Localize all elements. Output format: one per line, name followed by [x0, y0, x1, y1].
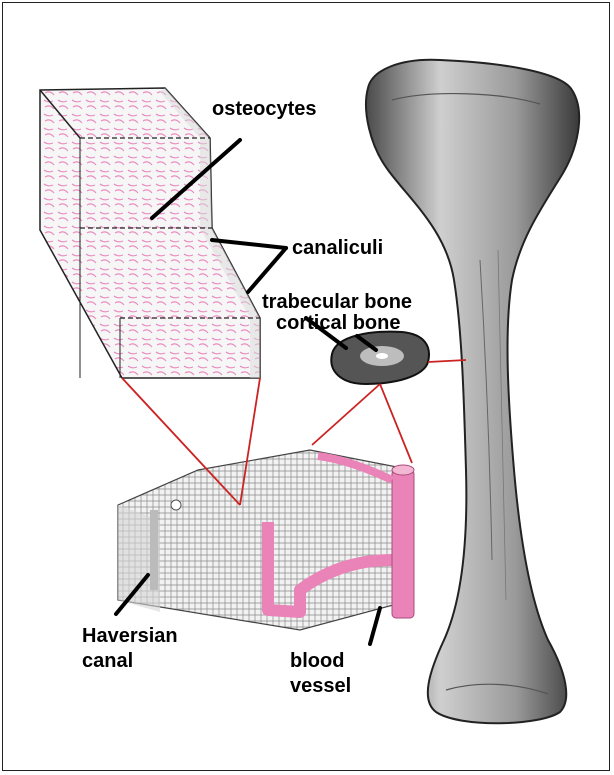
long-bone-illustration — [366, 60, 579, 723]
osteon-block — [118, 450, 414, 630]
blood-vessel-label-line2: vessel — [290, 675, 351, 697]
haversian-canal-label-line2: canal — [82, 650, 133, 672]
osteocytes-label: osteocytes — [212, 98, 317, 120]
trabecular-bone-label: trabecular bone — [262, 291, 412, 313]
canaliculi-label: canaliculi — [292, 237, 383, 259]
cortical-bone-label: cortical bone — [276, 312, 400, 334]
bone-cross-section — [331, 332, 429, 384]
haversian-canal-label-line1: Haversian — [82, 625, 178, 647]
blood-vessel-label-line1: blood — [290, 650, 344, 672]
cortical-bone-block — [40, 88, 260, 378]
